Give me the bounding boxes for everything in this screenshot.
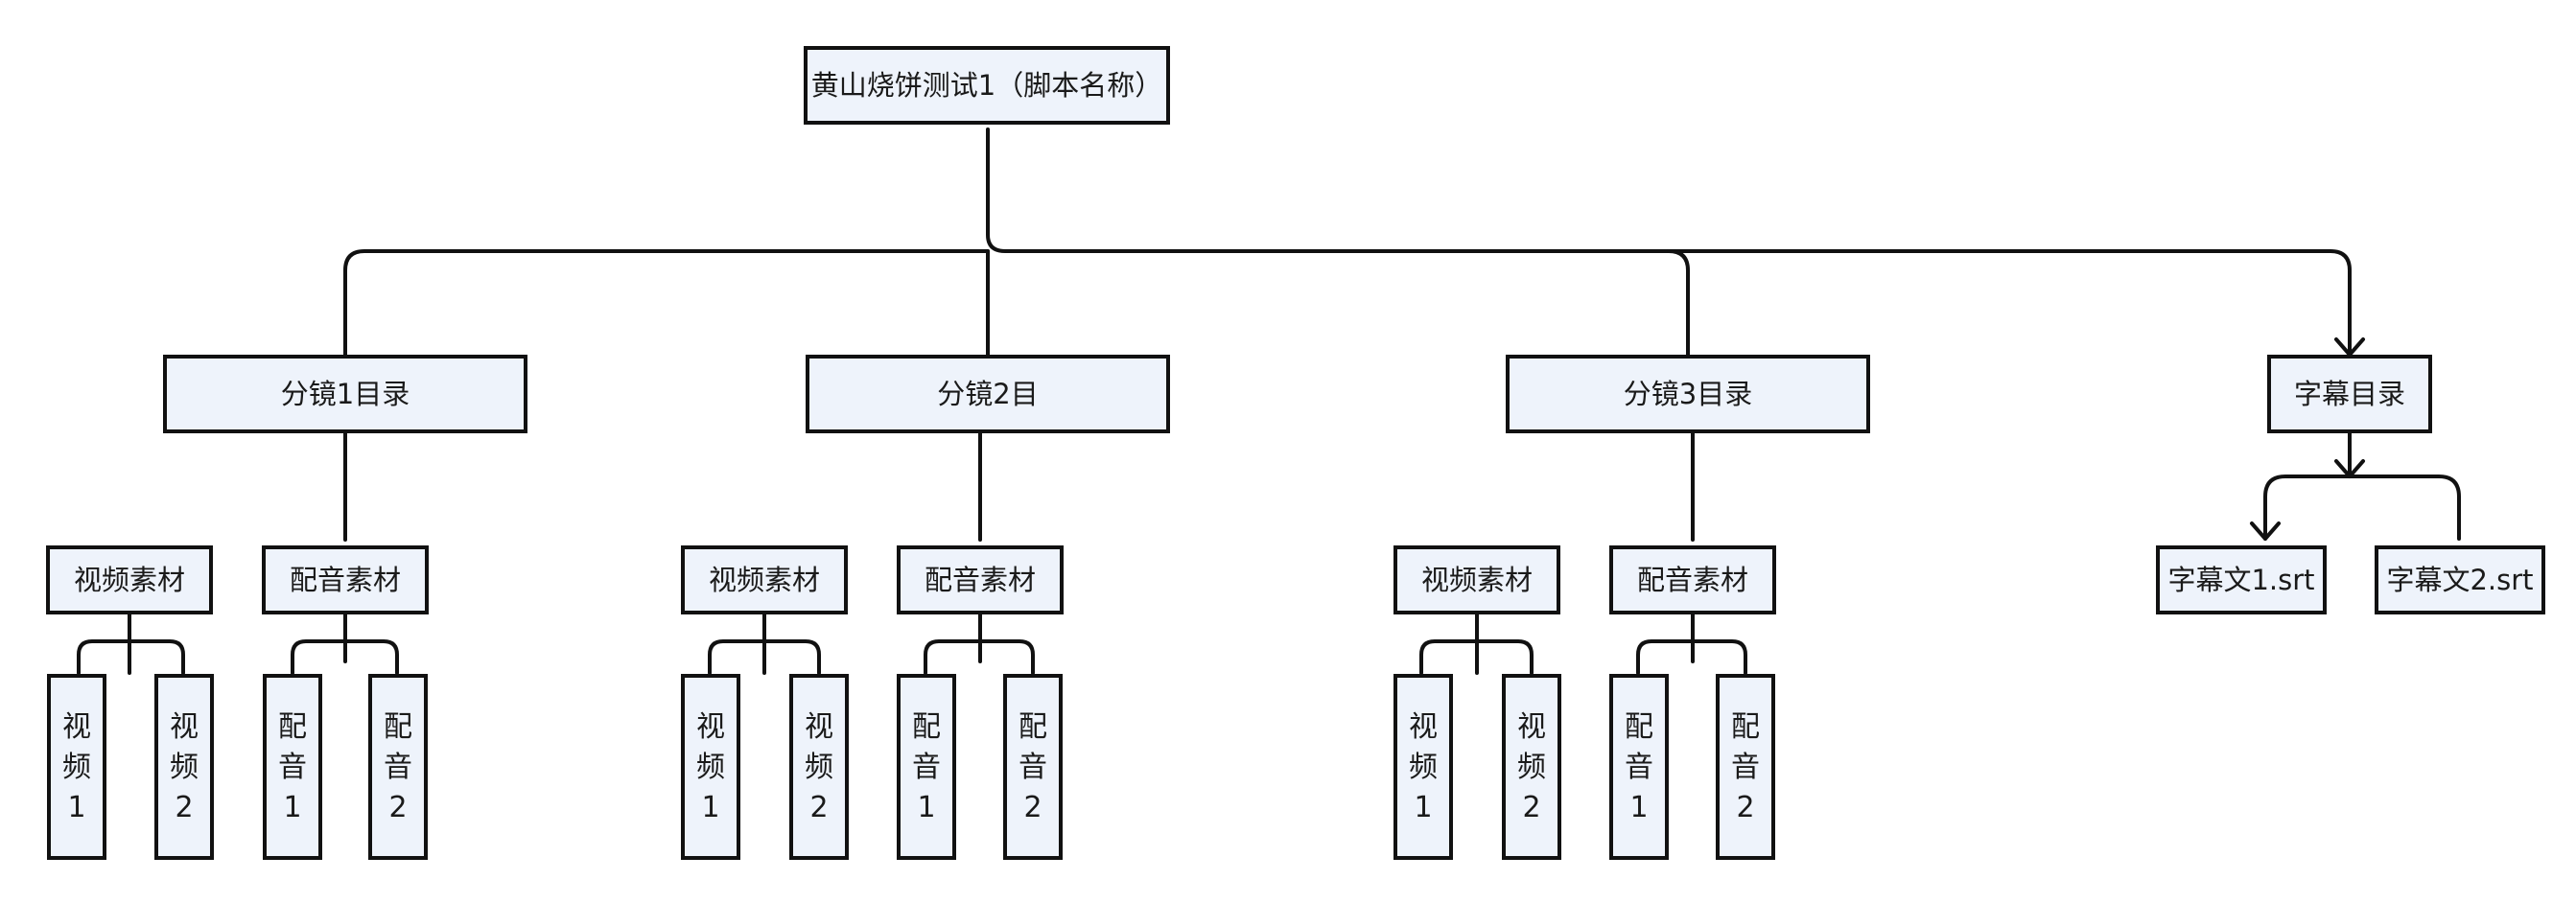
root-script-label: 黄山烧饼测试1（脚本名称） (811, 69, 1162, 102)
subtitle-dir-node: 字幕目录 (2267, 355, 2432, 433)
sb1-video-folder: 视频素材 (46, 545, 213, 614)
subtitle-bracket (2263, 475, 2461, 541)
connector-lines (77, 127, 2461, 675)
subtitle-file-2-label: 字幕文2.srt (2386, 564, 2533, 596)
sb2-video-folder: 视频素材 (681, 545, 848, 614)
sb1-video-bracket (77, 612, 185, 675)
sb3-audio-bracket (1636, 612, 1747, 675)
sb3-video-folder: 视频素材 (1393, 545, 1560, 614)
root-script-node: 黄山烧饼测试1（脚本名称） (804, 46, 1170, 125)
sb1-audio-bracket (291, 612, 399, 675)
storyboard-3-node: 分镜3目录 (1506, 355, 1870, 433)
storyboard-1-label: 分镜1目录 (281, 378, 410, 410)
sb3-video-folder-label: 视频素材 (1421, 564, 1533, 596)
arrowhead-subtitle-file-1 (2250, 521, 2281, 541)
sb2-audio-folder-label: 配音素材 (925, 564, 1036, 596)
storyboard-2-node: 分镜2目 (806, 355, 1170, 433)
sb2-audio-bracket (924, 612, 1035, 675)
storyboard-1-node: 分镜1目录 (163, 355, 527, 433)
sb1-audio-folder: 配音素材 (262, 545, 429, 614)
subtitle-file-1-label: 字幕文1.srt (2167, 564, 2314, 596)
subtitle-file-2: 字幕文2.srt (2375, 545, 2545, 614)
subtitle-dir-label: 字幕目录 (2294, 378, 2405, 410)
bus-to-storyboard-1 (343, 249, 990, 359)
sb2-video-folder-label: 视频素材 (709, 564, 820, 596)
arrowhead-subtitle-files (2334, 459, 2365, 478)
bus-to-storyboard-3 (1667, 249, 1690, 359)
sb2-audio-folder: 配音素材 (897, 545, 1064, 614)
sb3-audio-folder-label: 配音素材 (1637, 564, 1748, 596)
storyboard-2-label: 分镜2目 (937, 378, 1038, 410)
sb1-audio-folder-label: 配音素材 (290, 564, 401, 596)
storyboard-3-label: 分镜3目录 (1624, 378, 1752, 410)
sb3-audio-folder: 配音素材 (1609, 545, 1776, 614)
subtitle-file-1: 字幕文1.srt (2156, 545, 2327, 614)
sb2-video-bracket (708, 612, 821, 675)
sb1-video-folder-label: 视频素材 (74, 564, 185, 596)
root-trunk-line (986, 127, 2352, 355)
sb3-video-bracket (1419, 612, 1534, 675)
